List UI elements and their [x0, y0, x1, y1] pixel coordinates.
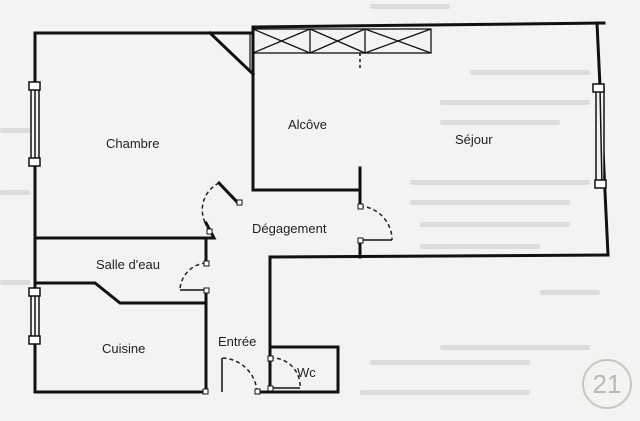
century21-logo: 21 — [582, 359, 632, 409]
background-text-line — [370, 4, 450, 9]
wall-chambre-door-jamb — [216, 180, 241, 206]
door-leaves — [180, 239, 392, 392]
background-text-line — [0, 280, 30, 285]
room-label-degagement: Dégagement — [252, 221, 327, 236]
background-text-line — [540, 290, 600, 295]
background-text-line — [440, 120, 560, 125]
background-text-line — [420, 222, 570, 227]
background-text-line — [440, 100, 590, 105]
door-salle-eau — [179, 262, 207, 291]
background-text-line — [360, 390, 530, 395]
wall-sejour-bottom — [268, 253, 610, 259]
windows — [28, 81, 607, 345]
door-hinges — [202, 199, 364, 395]
room-label-wc: Wc — [297, 365, 316, 380]
background-text-line — [420, 244, 540, 249]
background-text-line — [470, 70, 590, 75]
door-degagement-sejour — [359, 205, 393, 241]
background-text-line — [410, 200, 570, 205]
room-label-chambre: Chambre — [106, 136, 160, 151]
alcove-beams — [252, 28, 432, 54]
background-text-line — [370, 360, 530, 365]
background-text-line — [0, 128, 30, 133]
logo-text: 21 — [592, 369, 622, 399]
chambre-corner-beam — [210, 32, 251, 70]
door-entree — [221, 357, 258, 393]
background-text-line — [410, 180, 590, 185]
room-label-cuisine: Cuisine — [102, 341, 146, 356]
wall-chambre-diagonal — [207, 30, 256, 77]
wall-cuisine-top — [33, 281, 208, 305]
door-swings — [179, 182, 393, 393]
room-label-sejour: Séjour — [455, 132, 493, 147]
wall-outer-top-right — [251, 21, 606, 29]
wall-entree-bottom — [255, 345, 340, 394]
wall-chambre-bottom — [33, 220, 217, 240]
room-label-salle-eau: Salle d'eau — [96, 257, 160, 272]
room-label-entree: Entrée — [218, 334, 257, 349]
background-text-line — [0, 190, 30, 195]
room-label-alcove: Alcôve — [288, 117, 328, 132]
background-text-line — [440, 345, 590, 350]
door-wc — [269, 357, 301, 389]
